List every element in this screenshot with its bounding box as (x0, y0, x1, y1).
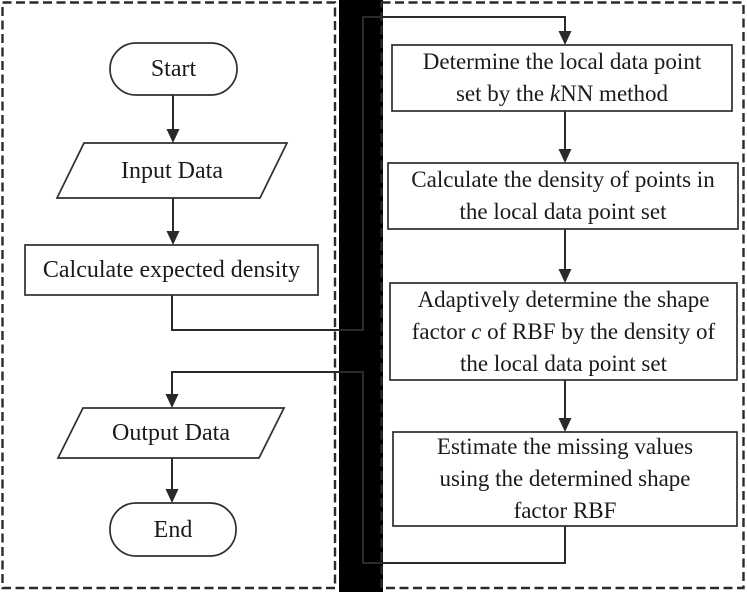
arrowhead-knn (558, 31, 572, 45)
knn-step-line1: Determine the local data point (423, 46, 701, 78)
density-step-line1: Calculate the density of points in (411, 164, 714, 196)
calc-density-label: Calculate expected density (25, 245, 318, 295)
shape-factor-step-label: Adaptively determine the shape factor c … (390, 283, 737, 380)
estimate-line3: factor RBF (514, 495, 617, 527)
estimate-line3-text: factor RBF (513, 498, 617, 523)
arrowhead-shape (558, 269, 572, 283)
end-label: End (110, 503, 236, 556)
left-panel-border (1, 1, 337, 590)
shape-factor-line2-pre: factor (411, 318, 472, 344)
input-data-label-text: Input Data (121, 157, 223, 184)
shape-factor-line2-italic-c: c (471, 318, 482, 344)
estimate-line2: using the determined shape (439, 463, 690, 495)
estimate-line1-text: Estimate the missing values (436, 434, 694, 459)
input-data-label: Input Data (57, 143, 287, 198)
knn-line1-text: Determine the local data point (422, 49, 702, 74)
shape-factor-line2-post: of RBF by the density of (481, 318, 716, 344)
knn-step-line2: set by the kNN method (456, 78, 668, 110)
density-step-label: Calculate the density of points in the l… (388, 163, 738, 229)
knn-line2-pre: set by the (455, 81, 550, 106)
estimate-line1: Estimate the missing values (437, 431, 693, 463)
arrowhead-estimate (558, 418, 572, 432)
shape-factor-line3: the local data point set (460, 348, 667, 380)
connector-calc-to-knn (171, 16, 566, 331)
start-label-text: Start (150, 56, 197, 82)
arrowhead-density (558, 149, 572, 163)
input-data-parallelogram (55, 142, 289, 199)
density-line1-text: Calculate the density of points in (411, 167, 715, 192)
right-panel-border (380, 1, 745, 590)
estimate-step-rect (392, 431, 738, 527)
density-line2-text: the local data point set (459, 199, 667, 224)
arrowhead-end (165, 489, 179, 503)
calc-density-rect (24, 244, 319, 296)
estimate-line2-text: using the determined shape (439, 466, 691, 491)
output-data-parallelogram (56, 407, 286, 459)
end-label-text: End (153, 516, 193, 543)
connector-estimate-to-output (171, 371, 566, 564)
shape-factor-line2: factor c of RBF by the density of (412, 316, 715, 348)
output-data-label: Output Data (58, 408, 284, 458)
knn-step-rect (391, 44, 733, 112)
divider-bar (339, 0, 383, 592)
start-terminator-shape (109, 42, 238, 96)
shape-factor-line3-text: the local data point set (460, 350, 667, 376)
density-step-line2: the local data point set (460, 196, 667, 228)
arrowhead-calc (166, 231, 180, 245)
output-data-label-text: Output Data (112, 420, 230, 446)
estimate-step-label: Estimate the missing values using the de… (393, 432, 737, 526)
shape-factor-step-rect (389, 282, 738, 381)
start-label: Start (110, 43, 237, 95)
density-step-rect (387, 162, 739, 230)
arrowhead-output (165, 394, 179, 408)
shape-factor-line1-text: Adaptively determine the shape (417, 286, 710, 312)
end-terminator-shape (109, 502, 237, 557)
arrowhead-input (166, 129, 180, 143)
knn-line2-post: NN method (560, 81, 669, 106)
shape-factor-line1: Adaptively determine the shape (418, 284, 710, 316)
knn-step-label: Determine the local data point set by th… (392, 45, 732, 111)
calc-density-label-text: Calculate expected density (42, 257, 301, 283)
knn-line2-italic-k: k (549, 81, 561, 106)
